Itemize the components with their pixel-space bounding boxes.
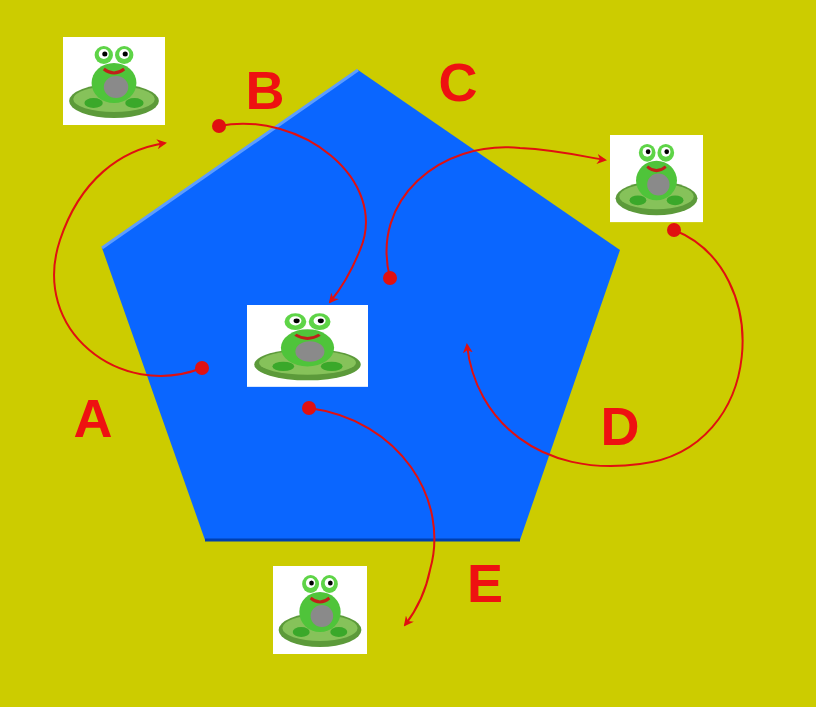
jump-letter: D [601,399,640,453]
jump-arrow [309,408,434,625]
frog-picture [247,305,368,387]
start-dot [302,401,316,415]
start-dot [195,361,209,375]
jump-letter: A [74,391,113,445]
pond-edge [205,539,520,542]
jump-letter: B [246,63,285,117]
jump-letter: C [439,55,478,109]
jump-arrow [467,230,743,466]
start-dot [667,223,681,237]
pond-pentagon [102,70,620,540]
jump-arrow [387,147,605,278]
frog-picture [273,566,367,654]
frog-picture [63,37,165,125]
start-dot [383,271,397,285]
frog-picture [610,135,703,222]
jump-arrow [54,143,202,376]
jump-letter: E [467,556,503,610]
jump-arrow [219,124,366,302]
start-dot [212,119,226,133]
